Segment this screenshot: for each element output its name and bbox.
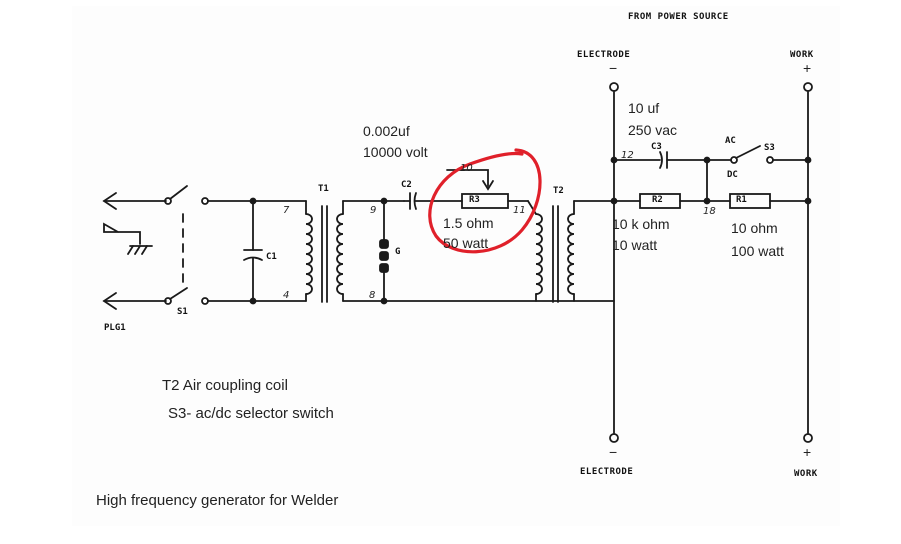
- highlight-circle: [428, 148, 542, 254]
- electrode-bottom-label: ELECTRODE: [580, 467, 634, 477]
- diagram-caption: High frequency generator for Welder: [96, 492, 339, 509]
- wire-number-12: 12: [621, 150, 634, 161]
- wire-number-10: 10: [460, 163, 473, 174]
- work-top-label: WORK: [790, 50, 814, 60]
- t2-label: T2: [553, 186, 564, 196]
- transformer-t2: [527, 200, 575, 303]
- diagram-frame: [72, 6, 840, 526]
- capacitor-c1: [243, 200, 263, 302]
- ground-lead: [103, 222, 153, 255]
- switch-s1: [164, 185, 209, 305]
- ac-label: AC: [725, 136, 736, 146]
- wire-number-4: 4: [283, 290, 290, 301]
- c3-value-1: 10 uf: [628, 100, 660, 116]
- work-top-sign: +: [803, 60, 812, 76]
- wire-number-8: 8: [369, 290, 376, 301]
- wire-number-9: 9: [370, 205, 377, 216]
- resistor-r3: [446, 169, 529, 209]
- spark-gap: [379, 200, 389, 302]
- c3-label: C3: [651, 142, 662, 152]
- s1-label: S1: [177, 307, 188, 317]
- r3-label: R3: [469, 195, 480, 205]
- switch-s3: [706, 145, 809, 164]
- transformer-t1: [305, 200, 344, 303]
- t1-label: T1: [318, 184, 329, 194]
- wire-number-18: 18: [703, 206, 716, 217]
- plug-arrow-top: [102, 192, 167, 210]
- capacitor-c3: [613, 151, 708, 169]
- wire-number-7: 7: [283, 205, 290, 216]
- note-t2: T2 Air coupling coil: [162, 377, 288, 394]
- dc-label: DC: [727, 170, 738, 180]
- s3-label: S3: [764, 143, 775, 153]
- electrode-top-label: ELECTRODE: [577, 50, 631, 60]
- work-bottom-label: WORK: [794, 469, 818, 479]
- power-source-label: FROM POWER SOURCE: [628, 12, 729, 22]
- plug-arrow-bottom: [102, 292, 167, 310]
- electrode-top-sign: −: [609, 60, 618, 76]
- r2-value-1: 10 k ohm: [612, 216, 670, 232]
- wire-number-11: 11: [513, 205, 526, 216]
- note-s3: S3- ac/dc selector switch: [168, 405, 334, 422]
- r1-label: R1: [736, 195, 747, 205]
- c3-value-2: 250 vac: [628, 122, 678, 138]
- r2-value-2: 10 watt: [612, 237, 658, 253]
- c1-label: C1: [266, 252, 277, 262]
- r3-value-1: 1.5 ohm: [443, 215, 494, 231]
- c2-value-2: 10000 volt: [363, 144, 428, 160]
- r1-value-2: 100 watt: [731, 243, 784, 259]
- spark-gap-label: G: [395, 247, 401, 257]
- c2-label: C2: [401, 180, 412, 190]
- r2-label: R2: [652, 195, 663, 205]
- resistor-r1: [729, 193, 809, 209]
- c2-value-1: 0.002uf: [363, 123, 410, 139]
- capacitor-c2: [403, 192, 463, 210]
- electrode-bottom-sign: −: [609, 444, 618, 460]
- r3-value-2: 50 watt: [443, 235, 489, 251]
- r1-value-1: 10 ohm: [731, 220, 778, 236]
- work-bottom-sign: +: [803, 444, 812, 460]
- plug-label: PLG1: [104, 323, 126, 333]
